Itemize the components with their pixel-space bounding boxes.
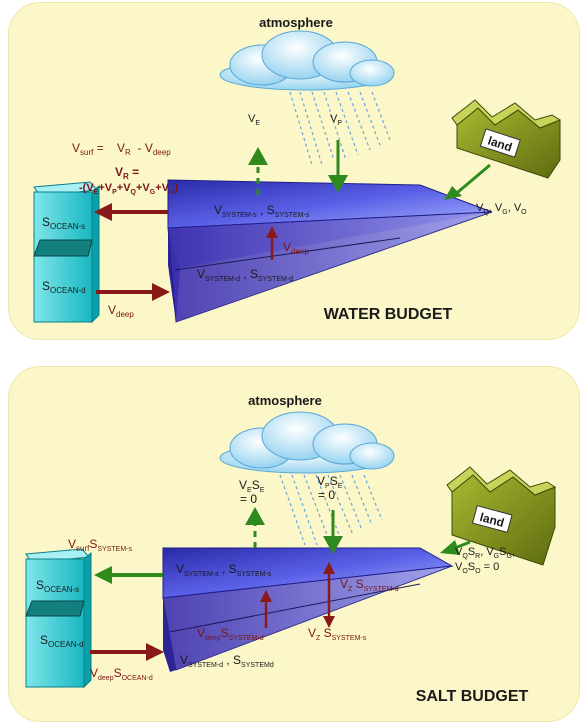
ocean-d-label: SOCEAN-d	[40, 633, 84, 649]
land-inflow-arrow	[444, 163, 491, 200]
vq-label: VQ, VG, VO	[476, 202, 527, 216]
ve-se-label: VESE	[239, 478, 265, 494]
system-s-label: VSYSTEM-s , SSYSTEM-s	[176, 562, 272, 578]
vp-label: VP	[330, 113, 342, 127]
vsurf-equation: Vsurf = VR - Vdeep	[72, 141, 171, 157]
vz-down-label: VZ SSYSTEM-s	[308, 626, 367, 642]
atmosphere-label: atmosphere	[259, 15, 333, 30]
vr-label: VR =	[115, 165, 139, 181]
vp-se-arrow	[323, 510, 343, 554]
vp-arrow	[328, 140, 348, 193]
vq-salt-line1: VQSR, VGSG,	[455, 546, 515, 560]
vdeep-arrow	[90, 643, 164, 661]
water-budget-diagram: atmosphere land	[33, 15, 562, 324]
ocean-box	[33, 181, 100, 324]
vsurf-arrow	[94, 203, 168, 221]
ve-arrow	[248, 147, 268, 195]
land-block: land	[451, 99, 562, 179]
vdeep-left-label: Vdeep	[108, 303, 134, 319]
atmosphere-label: atmosphere	[248, 393, 322, 408]
system-d-label: VSYSTEM-d , SSYSTEM-d	[197, 267, 293, 283]
land-block: land	[446, 466, 557, 566]
vdeep-upwelling-arrow	[260, 590, 272, 628]
estuary-wedge	[167, 179, 493, 323]
system-s-label: VSYSTEM-s , SSYSTEM-s	[214, 203, 310, 219]
vdeep-mid-label: Vdeep	[283, 240, 309, 256]
ve-se-arrow	[245, 507, 265, 548]
vertical-mixing-arrow	[323, 562, 335, 628]
vdeep-upwelling-arrow	[266, 226, 278, 260]
ocean-s-label: SOCEAN-s	[42, 215, 85, 231]
vp-se-eq: = 0	[318, 488, 335, 502]
vz-up-label: VZ SSYSTEM-d	[340, 577, 399, 593]
estuary-wedge	[162, 547, 454, 672]
rain-icon	[289, 91, 391, 166]
vp-se-label: VPSE	[317, 474, 343, 490]
system-d-label: VSYSTEM-d , SSYSTEMd	[180, 653, 274, 669]
cloud-icon	[219, 30, 395, 91]
vdeep-arrow	[96, 283, 170, 301]
ve-label: VE	[248, 113, 260, 127]
ve-se-eq: = 0	[240, 492, 257, 506]
vsurf-label: VsurfSSYSTEM-s	[68, 537, 132, 553]
ocean-d-label: SOCEAN-d	[42, 279, 86, 295]
vr-expression: -(VE+VP+VQ+VG+VO)	[79, 182, 178, 196]
vq-salt-line2: VOSO = 0	[455, 561, 499, 575]
rain-icon	[279, 474, 383, 546]
ocean-box	[25, 548, 92, 689]
cloud-icon	[219, 411, 395, 474]
land-label: land	[478, 510, 505, 530]
water-budget-title: WATER BUDGET	[324, 306, 453, 323]
salt-budget-title: SALT BUDGET	[416, 688, 529, 705]
vdeep-left-label: VdeepSOCEAN-d	[90, 666, 153, 682]
vsurf-arrow	[94, 566, 163, 584]
land-inflow-arrow	[440, 540, 471, 555]
ocean-s-label: SOCEAN-s	[36, 578, 79, 594]
salt-budget-diagram: atmosphere land SOCEAN-s	[25, 393, 557, 705]
vdeep-mid-label: VdeepSSYSTEM-d	[197, 626, 264, 642]
